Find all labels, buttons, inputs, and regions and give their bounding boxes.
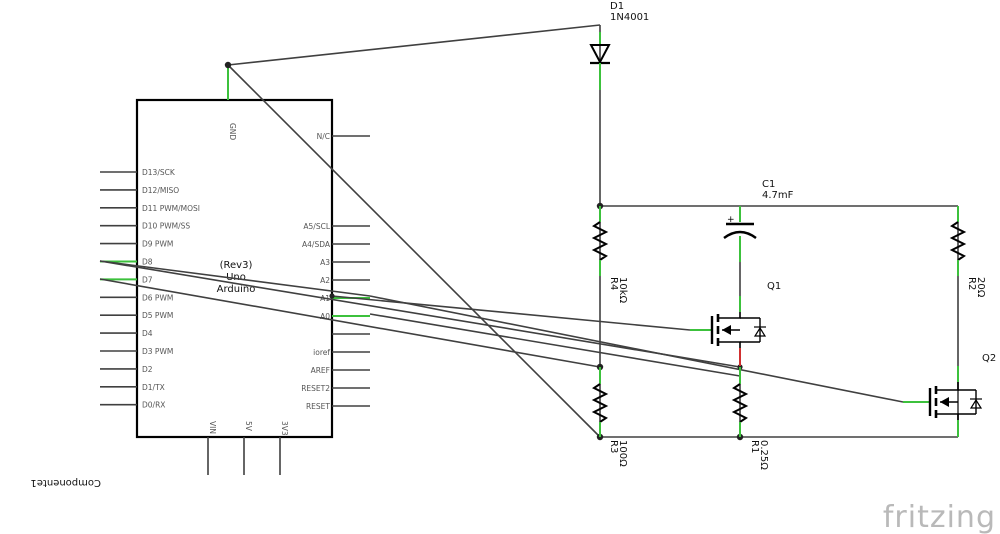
arduino-left-pin-label: D0/RX: [142, 401, 165, 410]
mosfet-q1[interactable]: Q1: [690, 281, 781, 366]
arduino-part-label: Componente1: [30, 477, 101, 488]
q2-drain: [936, 382, 959, 391]
r3-name: R3: [608, 440, 619, 453]
wire-gnd-d1[interactable]: [227, 24, 601, 66]
arduino-left-pin-label: D10 PWM/SS: [142, 222, 190, 231]
arduino-bottom-pin-label: 3V3: [280, 421, 289, 436]
arduino-bottom-pin-label: VIN: [208, 421, 217, 434]
q1-name: Q1: [767, 281, 781, 292]
junction-gnd: [224, 61, 232, 69]
wire-a1-q2[interactable]: [369, 295, 904, 403]
arduino-body: [135, 98, 334, 439]
q1-arrow: [722, 325, 731, 335]
arduino-left-pins: D13/SCK D12/MISO D11 PWM/MOSI D10 PWM/SS D9 …: [100, 168, 200, 410]
wire-d8-r1[interactable]: [99, 260, 741, 368]
q1-diode-triangle: [753, 326, 767, 337]
arduino-left-pin-label: D1/TX: [142, 383, 165, 392]
nc-label: N/C: [317, 132, 330, 141]
r4-value: 10kΩ: [617, 277, 628, 304]
r2-value: 20Ω: [975, 277, 986, 298]
d1-triangle: [589, 44, 611, 65]
r3-zigzag: [591, 383, 609, 423]
arduino-right-pin-label: A2: [320, 276, 330, 285]
r2-name: R2: [966, 277, 977, 290]
diode-d1[interactable]: D1 1N4001: [589, 1, 649, 90]
resistor-r3[interactable]: R3 100Ω: [591, 367, 628, 467]
arduino-right-pin-label: A5/SCL: [303, 222, 330, 231]
resistor-r2[interactable]: R2 20Ω: [949, 206, 986, 298]
arduino-right-pin-label: A0: [320, 312, 330, 321]
arduino-left-pin-label: D6 PWM: [142, 293, 173, 302]
q2-name: Q2: [982, 353, 996, 364]
arduino-title-1: (Rev3): [220, 260, 253, 271]
arduino-uno[interactable]: GND N/C (Rev3) Uno Arduino D13/SCK D12/MI…: [100, 65, 370, 475]
arduino-bottom-pins: VIN 5V 3V3: [207, 421, 289, 475]
arduino-right-pin-label: A4/SDA: [302, 240, 331, 249]
fritzing-logo: fritzing: [883, 500, 996, 534]
r1-name: R1: [749, 440, 760, 453]
arduino-right-pin-label: RESET: [306, 402, 330, 411]
c1-value: 4.7mF: [762, 190, 794, 201]
r1-zigzag: [731, 383, 749, 423]
q1-source: [718, 341, 741, 348]
wire-gnd-r3[interactable]: [227, 64, 601, 438]
wire-a0-r1[interactable]: [369, 313, 741, 377]
gnd-label: GND: [228, 123, 237, 140]
resistor-r4[interactable]: R4 10kΩ: [591, 206, 628, 304]
arduino-right-pin-label: A3: [320, 258, 330, 267]
r4-zigzag: [591, 221, 609, 261]
arduino-left-pin-label: D11 PWM/MOSI: [142, 204, 200, 213]
capacitor-c1[interactable]: + C1 4.7mF: [723, 179, 794, 262]
c1-plus: +: [727, 215, 735, 225]
arduino-title-2: Uno: [226, 272, 246, 283]
arduino-left-pin-label: D5 PWM: [142, 311, 173, 320]
arduino-bottom-pin-label: 5V: [244, 421, 253, 432]
arduino-left-pin-label: D13/SCK: [142, 168, 176, 177]
arduino-right-pin-label: ioref: [313, 348, 330, 357]
arduino-left-pin-label: D2: [142, 365, 153, 374]
c1-name: C1: [762, 179, 775, 190]
r1-value: 0.25Ω: [758, 440, 769, 470]
q2-diode-triangle: [969, 398, 983, 409]
d1-value: 1N4001: [610, 12, 649, 23]
junction-a1: [329, 293, 335, 299]
wire-d7-r3[interactable]: [99, 278, 601, 368]
arduino-title-3: Arduino: [217, 284, 256, 295]
arduino-left-pin-label: D4: [142, 329, 153, 338]
r3-value: 100Ω: [617, 440, 628, 467]
arduino-right-pin-label: AREF: [311, 366, 330, 375]
q2-source: [936, 413, 959, 420]
d1-name: D1: [610, 1, 624, 12]
arduino-left-pin-label: D8: [142, 258, 153, 267]
mosfet-q2[interactable]: Q2: [903, 353, 996, 437]
arduino-left-pin-label: D9 PWM: [142, 240, 173, 249]
c1-plate-bottom: [723, 230, 757, 239]
r2-zigzag: [949, 221, 967, 261]
arduino-left-pin-label: D7: [142, 275, 153, 284]
wire-a1-q1[interactable]: [331, 295, 691, 331]
arduino-right-pin-label: RESET2: [301, 384, 330, 393]
q1-drain: [718, 312, 741, 319]
resistor-r1[interactable]: R1 0.25Ω: [731, 367, 769, 470]
q2-arrow: [940, 397, 949, 407]
arduino-left-pin-label: D3 PWM: [142, 347, 173, 356]
arduino-left-pin-label: D12/MISO: [142, 186, 179, 195]
wire-d8-a1[interactable]: [99, 260, 371, 297]
r4-name: R4: [608, 277, 619, 290]
